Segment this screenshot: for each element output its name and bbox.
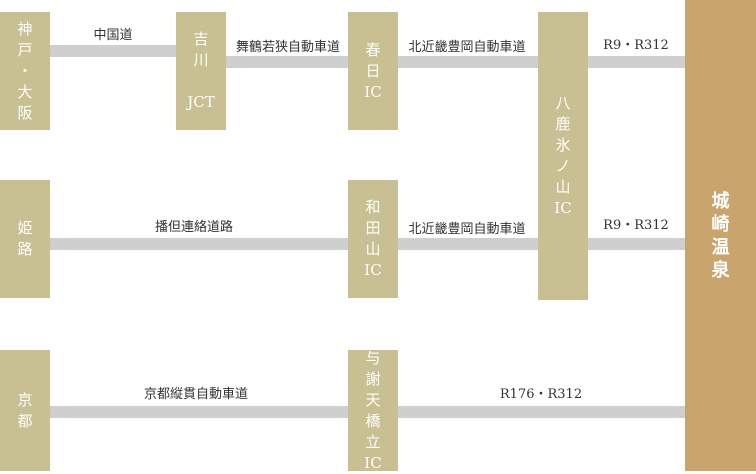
node-label-char: ノ	[555, 157, 571, 175]
destination-kinosaki-onsen: 城崎温泉	[685, 0, 756, 471]
node-label-char: 姫	[17, 219, 33, 237]
node-label-char: 崎	[711, 213, 730, 235]
road-banshin	[50, 238, 348, 250]
node-label-char: 川	[193, 51, 209, 69]
node-label-char: 天	[365, 390, 381, 409]
node-kasuga-ic: 春日 IC	[348, 12, 398, 130]
node-yoshikawa-jct: 吉川 JCT	[176, 12, 226, 130]
node-label-char: 京	[17, 390, 33, 409]
node-label-char: 大	[17, 82, 33, 101]
road-kitakinki-1	[398, 56, 538, 68]
node-label-char: 阪	[17, 103, 33, 122]
node-label-char: 氷	[555, 136, 571, 154]
node-himeji: 姫路	[0, 180, 50, 298]
node-label-char: 春	[365, 40, 381, 59]
node-wadayama-ic: 和田山 IC	[348, 180, 398, 298]
road-r9-2	[588, 238, 685, 250]
node-label-char: IC	[364, 82, 382, 101]
road-kitakinki-2	[398, 238, 538, 250]
node-label-char: 鹿	[555, 115, 571, 133]
road-label-kyoto-jukan: 京都縦貫自動車道	[143, 387, 249, 402]
road-label-r9-1: R9・R312	[603, 38, 669, 53]
road-kyoto-jukan	[50, 406, 348, 418]
node-label-char: 日	[365, 61, 381, 80]
node-yosa-ic: 与謝天橋立 IC	[348, 348, 398, 472]
node-label-char: 田	[365, 219, 381, 237]
node-label-char: 戸	[17, 40, 33, 59]
node-label-char: 八	[555, 94, 571, 112]
node-kobe-osaka: 神戸・大阪	[0, 12, 50, 130]
node-label-char: 謝	[365, 369, 381, 388]
node-label-char: 立	[365, 432, 381, 451]
node-label-char: 与	[365, 348, 381, 367]
road-label-r9-2: R9・R312	[603, 218, 669, 233]
node-label-char: 路	[17, 240, 33, 258]
node-label-char: IC	[364, 261, 382, 279]
road-label-kitakinki-2: 北近畿豊岡自動車道	[408, 222, 526, 237]
node-label-char	[199, 71, 204, 92]
node-label-char: JCT	[187, 93, 215, 111]
road-r176	[398, 406, 685, 418]
road-r9-1	[588, 56, 685, 68]
node-label-char: 橋	[365, 411, 381, 430]
node-label-char: 城	[711, 190, 730, 212]
node-label-char: 吉	[193, 30, 209, 48]
road-label-r176: R176・R312	[499, 387, 583, 402]
road-maizuru	[226, 56, 348, 68]
road-label-banshin: 播但連絡道路	[154, 220, 234, 235]
node-kyoto: 京都	[0, 350, 50, 471]
road-label-kitakinki-1: 北近畿豊岡自動車道	[408, 40, 526, 55]
node-label-char: 神	[17, 19, 33, 38]
node-label-char: 温	[711, 236, 730, 258]
road-label-maizuru: 舞鶴若狭自動車道	[235, 40, 341, 55]
node-label-char: 山	[365, 240, 381, 258]
road-chugoku	[50, 45, 176, 57]
node-yabu-ic: 八鹿氷ノ山 IC	[538, 12, 588, 300]
node-label-char: 泉	[711, 259, 730, 281]
node-label-char: 山	[555, 178, 571, 196]
node-label-char: 和	[365, 198, 381, 216]
node-label-char: ・	[17, 61, 33, 80]
node-label-char: 都	[17, 411, 33, 430]
node-label-char: IC	[364, 453, 382, 472]
road-label-chugoku: 中国道	[93, 28, 133, 43]
node-label-char: IC	[554, 199, 572, 217]
